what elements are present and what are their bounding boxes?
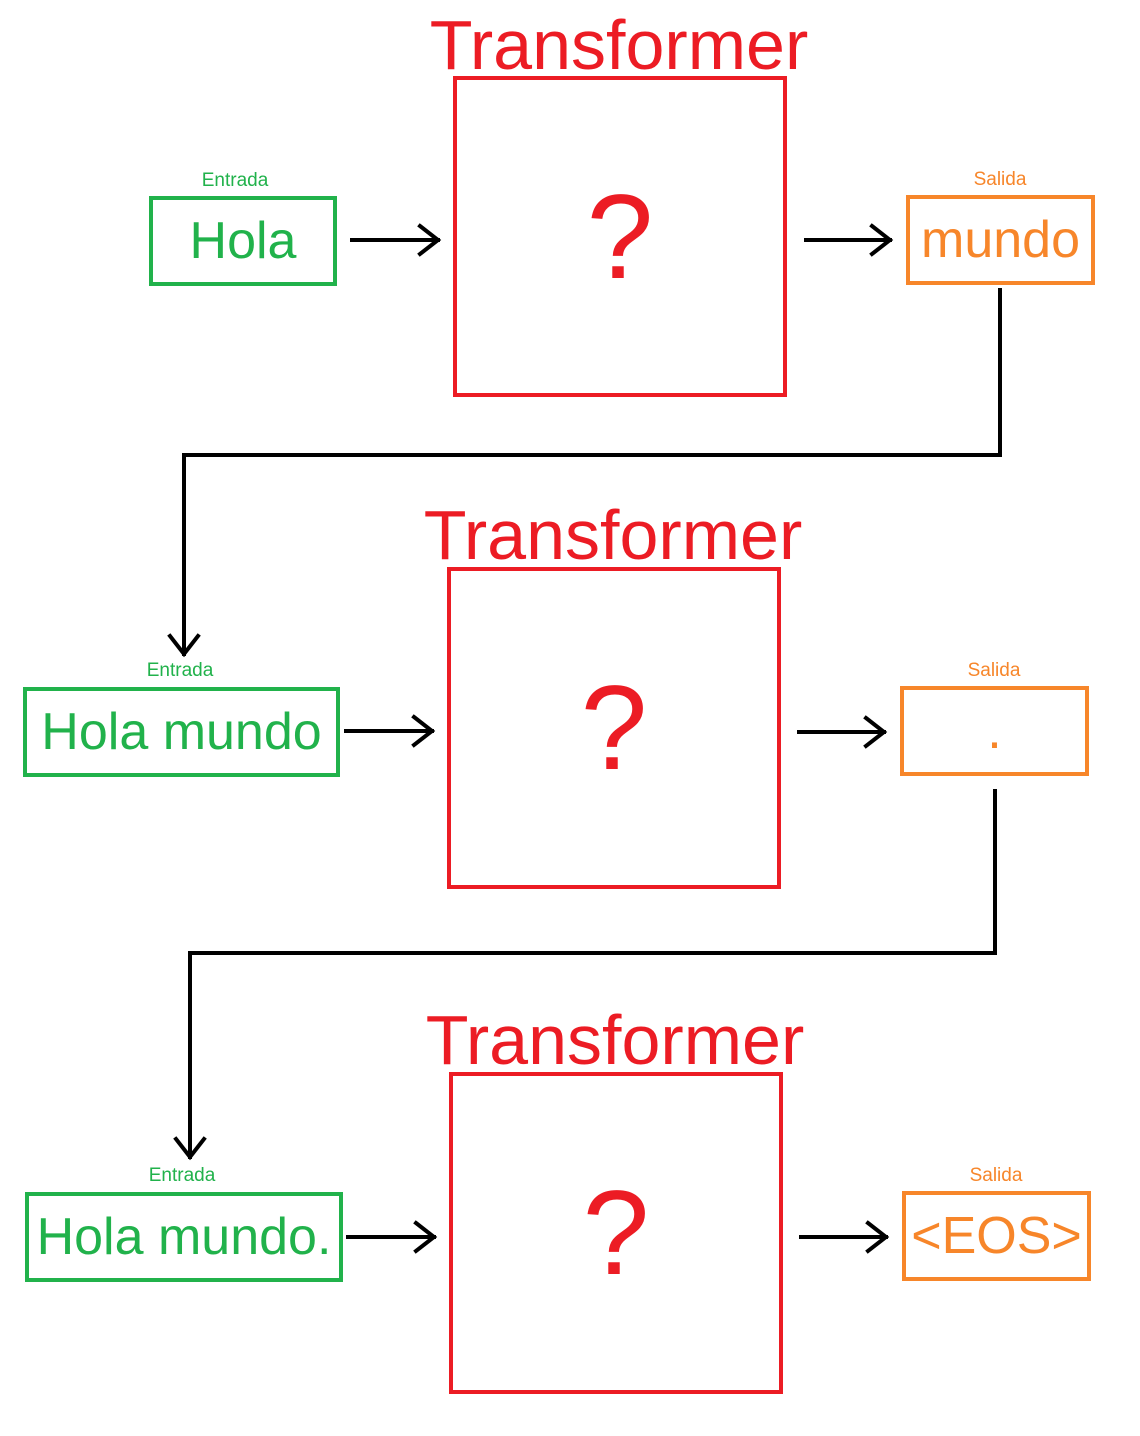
output-box-3: <EOS> — [902, 1191, 1091, 1281]
transformer-box-1: ? — [453, 76, 787, 397]
input-box-2: Hola mundo — [23, 687, 340, 777]
transformer-box-3: ? — [449, 1072, 783, 1394]
feedback-connector-1 — [167, 288, 1002, 658]
output-text-3: <EOS> — [911, 1207, 1082, 1265]
output-text-2: . — [987, 702, 1002, 760]
input-box-3: Hola mundo. — [25, 1192, 343, 1282]
output-text-1: mundo — [921, 211, 1080, 269]
feedback-connector-2 — [173, 789, 997, 1161]
input-label-3: Entrada — [148, 1165, 216, 1186]
arrow-input-to-transformer-3 — [346, 1220, 438, 1254]
output-box-2: . — [900, 686, 1089, 776]
transformer-title-1: Transformer — [429, 6, 809, 84]
transformer-title-2: Transformer — [423, 496, 803, 574]
arrow-input-to-transformer-2 — [344, 714, 436, 748]
arrow-transformer-to-output-2 — [797, 715, 888, 749]
input-label-2: Entrada — [146, 660, 214, 681]
input-text-3: Hola mundo. — [36, 1208, 332, 1266]
input-text-2: Hola mundo — [41, 703, 322, 761]
input-label-1: Entrada — [201, 170, 269, 191]
output-label-2: Salida — [967, 660, 1021, 681]
question-mark-icon: ? — [580, 661, 648, 795]
output-box-1: mundo — [906, 195, 1095, 285]
transformer-box-2: ? — [447, 567, 781, 889]
input-text-1: Hola — [189, 212, 297, 270]
transformer-title-3: Transformer — [425, 1001, 805, 1079]
question-mark-icon: ? — [586, 169, 654, 304]
input-box-1: Hola — [149, 196, 337, 286]
arrow-transformer-to-output-1 — [804, 223, 894, 257]
output-label-1: Salida — [973, 169, 1027, 190]
output-label-3: Salida — [969, 1165, 1023, 1186]
arrow-input-to-transformer-1 — [350, 223, 442, 257]
question-mark-icon: ? — [582, 1166, 650, 1300]
arrow-transformer-to-output-3 — [799, 1220, 890, 1254]
